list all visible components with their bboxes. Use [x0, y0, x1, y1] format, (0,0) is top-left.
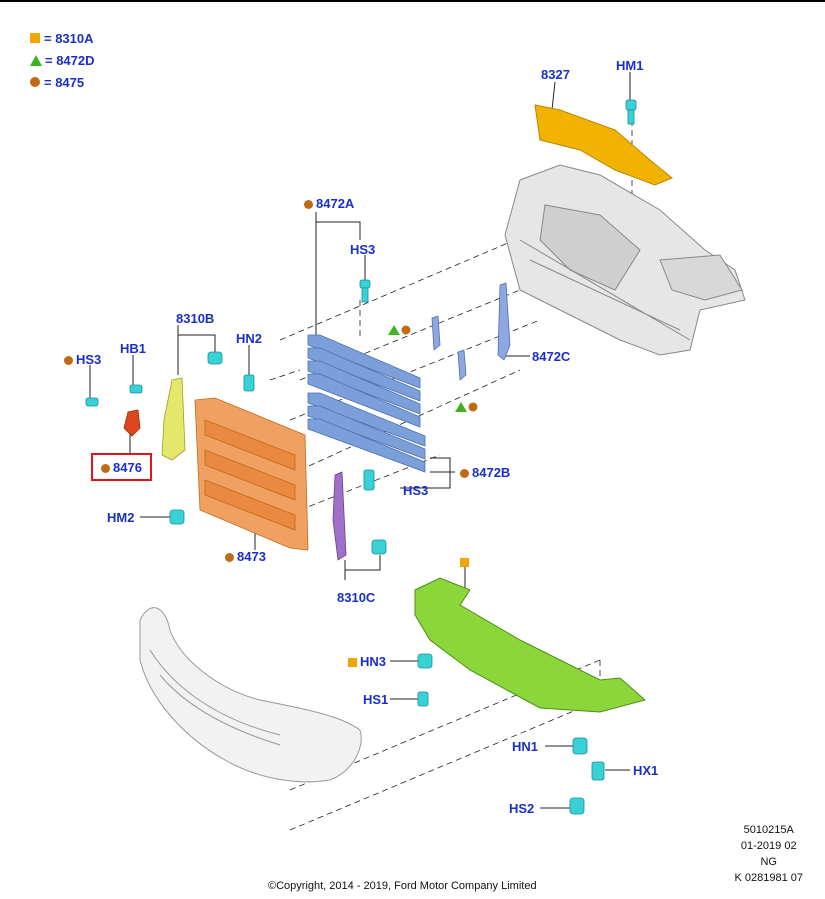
square-icon: [348, 658, 357, 667]
circle-icon: [401, 325, 411, 335]
bracket-8310b: [161, 377, 186, 461]
callout-8472b: 8472B: [460, 465, 510, 480]
callout-8472a: 8472A: [304, 196, 354, 211]
leader-lines: [89, 72, 631, 809]
highlight-box-8476: [91, 453, 152, 481]
clip-hx1-icon: [591, 761, 605, 781]
radiator-support: [504, 164, 746, 356]
diagram-reference: 5010215A 01-2019 02 NG K 0281981 07: [734, 822, 803, 886]
triangle-icon: [30, 54, 42, 66]
circle-icon: [468, 402, 478, 412]
circle-icon: [64, 356, 73, 365]
legend-item-8475: = 8475: [30, 71, 95, 93]
callout-hs1: HS1: [363, 692, 389, 707]
square-icon: [30, 33, 40, 43]
callout-hs3-mid: HS3: [403, 483, 429, 498]
clip-8310c-icon: [371, 539, 387, 555]
callout-8327: 8327: [541, 67, 570, 82]
callout-8473: 8473: [225, 549, 266, 564]
clip-hm1-icon: [625, 99, 637, 125]
clip-hn3-icon: [417, 653, 433, 669]
callout-text: HS3: [76, 352, 102, 367]
callout-text: 8473: [237, 549, 266, 564]
reference-line: 01-2019 02: [740, 840, 797, 852]
legend-item-8472d: = 8472D: [30, 49, 95, 71]
callout-text: 8472A: [316, 196, 355, 211]
circle-icon: [30, 77, 40, 87]
top-border-line: [0, 0, 825, 2]
square-icon: [460, 558, 469, 567]
clip-hs1-icon: [417, 691, 429, 707]
bracket-8310c: [332, 471, 347, 561]
clip-hs3-mid-icon: [363, 469, 375, 491]
part-8476: [123, 409, 141, 437]
clip-8310b-icon: [207, 351, 223, 365]
front-bumper: [139, 607, 362, 783]
callout-hn3: HN3: [348, 654, 386, 669]
upper-deflector-8327: [534, 104, 673, 186]
reference-line: K 0281981 07: [734, 872, 803, 884]
grille-lower-8472b: [307, 392, 426, 473]
under-shield-8310a: [414, 577, 647, 713]
callout-hn1: HN1: [512, 739, 539, 754]
shutter-frame-8473: [194, 397, 309, 551]
clip-hs3-top-icon: [359, 279, 371, 303]
clip-hn1-icon: [572, 737, 588, 755]
reference-line: 5010215A: [743, 824, 794, 836]
callout-hm1: HM1: [616, 58, 644, 73]
callout-8310c: 8310C: [337, 590, 376, 605]
callout-8472c: 8472C: [532, 349, 571, 364]
callout-8476: 8476: [101, 460, 142, 475]
clip-hs3-left-icon: [85, 397, 99, 407]
callout-text: HN3: [360, 654, 387, 669]
circle-icon: [304, 200, 313, 209]
circle-icon: [225, 553, 234, 562]
copyright-notice: ©Copyright, 2014 - 2019, Ford Motor Comp…: [268, 880, 537, 892]
inline-markers: [388, 325, 478, 567]
callout-text: 8472B: [472, 465, 511, 480]
callout-text: 8476: [113, 460, 142, 475]
legend-item-8310a: = 8310A: [30, 27, 95, 49]
bracket-8472c: [431, 282, 511, 381]
triangle-icon: [388, 325, 400, 335]
clip-hn2-icon: [243, 374, 255, 392]
callout-hn2: HN2: [236, 331, 263, 346]
callout-hs2: HS2: [509, 801, 535, 816]
legend: = 8310A = 8472D = 8475: [30, 27, 95, 93]
legend-label: = 8310A: [44, 30, 94, 46]
callout-hm2: HM2: [107, 510, 135, 525]
circle-icon: [101, 464, 110, 473]
clips-misc: [85, 351, 605, 815]
triangle-icon: [455, 402, 467, 412]
clip-hs2-icon: [569, 797, 585, 815]
legend-label: = 8475: [44, 74, 85, 90]
circle-icon: [460, 469, 469, 478]
clip-hm2-icon: [169, 509, 185, 525]
callout-hx1: HX1: [633, 763, 659, 778]
callout-hs3-top: HS3: [350, 242, 376, 257]
grille-upper-8472a: [307, 334, 421, 428]
callout-hs3-left: HS3: [64, 352, 101, 367]
callout-8310b: 8310B: [176, 311, 215, 326]
clip-hb1-icon: [129, 384, 143, 394]
reference-line: NG: [760, 856, 777, 868]
legend-label: = 8472D: [45, 52, 95, 68]
callout-hb1: HB1: [120, 341, 147, 356]
